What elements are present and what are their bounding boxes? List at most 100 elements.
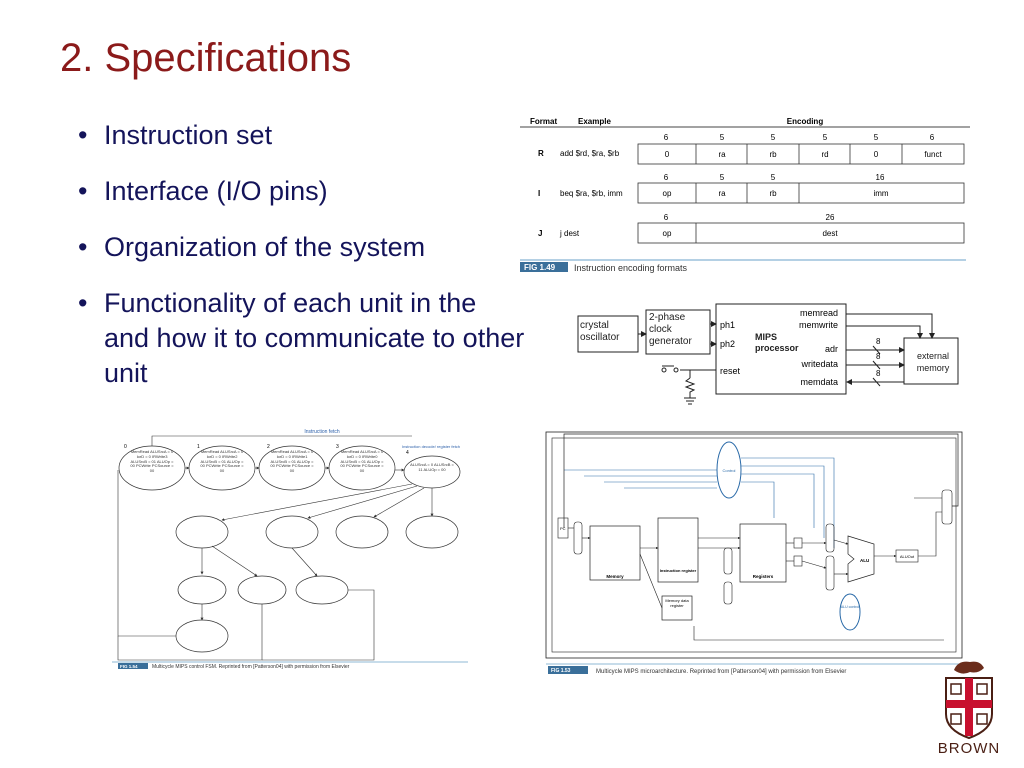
- fsm-state: [177, 575, 227, 605]
- signal-label: memwrite: [799, 320, 838, 330]
- fsm-state-text: MemRead ALUSrcA = 0 IorD = 0 IRWrite0 AL…: [340, 450, 384, 474]
- fig-caption: Multicycle MIPS microarchitecture. Repri…: [596, 669, 846, 675]
- fsm-state-num: 1: [197, 444, 200, 450]
- fig-caption: Multicycle MIPS control FSM. Reprinted f…: [152, 664, 350, 670]
- fig-caption: Instruction encoding formats: [574, 263, 688, 273]
- fsm-fetch-label: Instruction fetch: [304, 429, 340, 435]
- block-label: ALU: [860, 558, 869, 563]
- svg-text:PC: PC: [560, 526, 566, 531]
- width-label: 26: [826, 213, 835, 222]
- fsm-state-text: ALUSrcA = 0 ALUSrcB = 11 ALUOp = 00: [410, 463, 454, 472]
- field: op: [663, 189, 672, 198]
- shield-icon: [945, 677, 993, 740]
- width-label: 5: [771, 173, 776, 182]
- crystal-label: crystal oscillator: [580, 320, 620, 343]
- fsm-state-text: MemRead ALUSrcA = 0 IorD = 0 IRWrite1 AL…: [270, 450, 314, 474]
- row-example: add $rd, $ra, $rb: [560, 149, 620, 158]
- width-label: 5: [771, 133, 776, 142]
- fig-label: FIG 1.53: [551, 668, 571, 674]
- row-r: R add $rd, $ra, $rb 6 5 5 5 5 6 0 ra rb …: [538, 133, 965, 165]
- fsm-state-num: 4: [406, 450, 409, 456]
- row-example: j dest: [559, 229, 580, 238]
- microarch-figure: Control PC Memory Instruction register M…: [545, 431, 964, 675]
- width-label: 5: [823, 133, 828, 142]
- field: rd: [821, 150, 828, 159]
- signal-label: memdata: [800, 377, 838, 387]
- field: rb: [769, 150, 777, 159]
- width-label: 6: [664, 133, 669, 142]
- header-format: Format: [530, 117, 557, 126]
- bullet-item: Instruction set: [78, 118, 528, 153]
- ph1-label: ph1: [720, 320, 735, 330]
- logo-text: BROWN: [938, 740, 1001, 756]
- signal-label: adr: [825, 344, 838, 354]
- brown-logo: BROWN: [938, 661, 1001, 756]
- fig-label-box: [520, 262, 568, 272]
- field: rb: [769, 189, 777, 198]
- fsm-state: [175, 515, 229, 549]
- row-j: J j dest 6 26 op dest: [538, 213, 965, 244]
- processor-box: [715, 303, 847, 395]
- width-label: 16: [876, 173, 885, 182]
- field: op: [663, 229, 672, 238]
- field: funct: [924, 150, 942, 159]
- resistor-icon: [684, 377, 696, 398]
- width-label: 5: [720, 173, 725, 182]
- instruction-register-block: [657, 517, 699, 583]
- bullet-item: Interface (I/O pins): [78, 174, 528, 209]
- fsm-state: [265, 515, 319, 549]
- fsm-state-num: 3: [336, 444, 339, 450]
- fsm-state-text: MemRead ALUSrcA = 0 IorD = 0 IRWrite2 AL…: [200, 450, 244, 474]
- clock-gen-label: 2-phase clock generator: [649, 312, 692, 347]
- memory-box: [903, 337, 959, 385]
- width-label: 5: [874, 133, 879, 142]
- slide-title: 2. Specifications: [60, 36, 352, 80]
- bus-width: 8: [876, 369, 881, 378]
- field: imm: [873, 189, 888, 198]
- bear-icon: [954, 661, 984, 674]
- block-label: Registers: [753, 574, 774, 579]
- width-label: 6: [664, 213, 669, 222]
- block-label: ALU control: [840, 605, 860, 609]
- fig-label: FIG 1.49: [524, 263, 556, 272]
- row-format: I: [538, 189, 540, 198]
- header-example: Example: [578, 117, 611, 126]
- signal-label: memread: [800, 308, 838, 318]
- bullet-item: Functionality of each unit in the and ho…: [78, 286, 528, 391]
- row-format: R: [538, 149, 544, 158]
- memory-block: [589, 525, 641, 581]
- bus-width: 8: [876, 352, 881, 361]
- field: dest: [822, 229, 838, 238]
- block-label: ALUOut: [900, 554, 915, 559]
- signal-label: writedata: [800, 359, 838, 369]
- field: 0: [874, 150, 879, 159]
- block-label: Memory: [606, 574, 624, 579]
- width-label: 5: [720, 133, 725, 142]
- clock-gen-box: [645, 309, 711, 355]
- row-format: J: [538, 229, 542, 238]
- fsm-state-num: 0: [124, 444, 127, 450]
- alu-control-unit: [839, 593, 861, 631]
- row-i: I beq $ra, $rb, imm 6 5 5 16 op ra rb im…: [538, 173, 965, 204]
- width-label: 6: [664, 173, 669, 182]
- processor-label: MIPS processor: [755, 332, 799, 353]
- ph2-label: ph2: [720, 339, 735, 349]
- block-label: Instruction register: [659, 568, 697, 573]
- bullet-item: Organization of the system: [78, 230, 528, 265]
- block-label: Control: [723, 468, 736, 473]
- field: ra: [718, 189, 726, 198]
- fsm-figure: Instruction fetch Instruction decode/ re…: [112, 429, 468, 670]
- reset-label: reset: [720, 366, 741, 376]
- fsm-state-num: 2: [267, 444, 270, 450]
- fsm-decode-label: Instruction decode/ register fetch: [402, 444, 461, 449]
- bullet-list: Instruction set Interface (I/O pins) Org…: [78, 118, 528, 412]
- row-example: beq $ra, $rb, imm: [560, 189, 623, 198]
- fsm-state: [335, 515, 389, 549]
- fsm-state-text: MemRead ALUSrcA = 0 IorD = 0 IRWrite3 AL…: [130, 450, 174, 474]
- field: ra: [718, 150, 726, 159]
- encoding-table-figure: Format Example Encoding R add $rd, $ra, …: [520, 117, 970, 273]
- registers-block: [739, 523, 787, 583]
- field: 0: [665, 150, 670, 159]
- fsm-state: [237, 575, 287, 605]
- fsm-state: [175, 619, 229, 653]
